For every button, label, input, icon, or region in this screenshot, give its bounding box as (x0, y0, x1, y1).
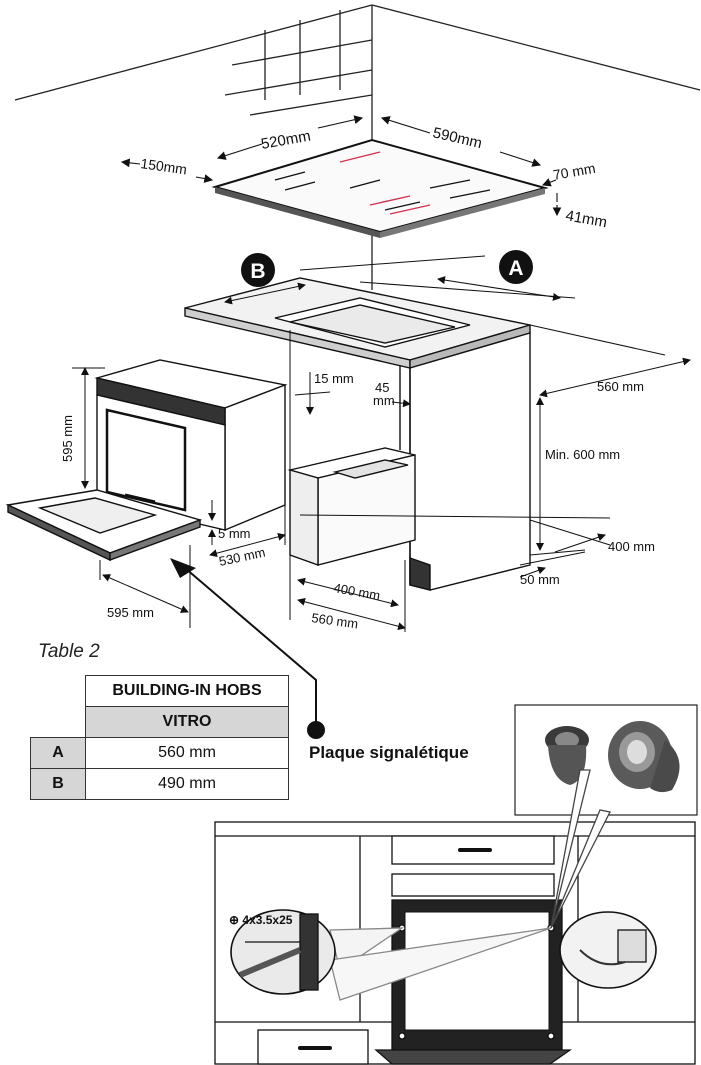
table-row: A 560 mm (30, 737, 289, 769)
plaque-pointer (170, 558, 325, 739)
table-caption: Table 2 (38, 641, 100, 662)
hob-depth-label: 590mm (431, 124, 484, 152)
oven-width-label: 595 mm (107, 605, 154, 620)
row-value-b: 490 mm (85, 768, 289, 800)
plaque-label: Plaque signalétique (309, 743, 469, 762)
table-header: BUILDING-IN HOBS (85, 675, 289, 707)
oven-depth-label: 530 mm (218, 544, 267, 568)
inner-width-label: 400 mm (332, 580, 381, 603)
table-row: B 490 mm (30, 768, 289, 800)
table-subheader: VITRO (85, 706, 289, 738)
min-height-label: Min. 600 mm (545, 447, 620, 462)
row-key-b: B (30, 768, 86, 800)
base-offset-label: 50 mm (520, 572, 560, 587)
cabinet-dimension-lines (224, 255, 691, 632)
row-value-a: 560 mm (85, 737, 289, 769)
marker-a: A (499, 250, 533, 284)
building-in-hobs-table: BUILDING-IN HOBS VITRO A 560 mm B 490 mm (30, 675, 289, 800)
oven-height-label: 595 mm (60, 415, 75, 462)
oven-gap-label: 5 mm (218, 526, 251, 541)
oven (5, 359, 288, 562)
screw-spec-label: ⊕ 4x3.5x25 (229, 913, 293, 927)
svg-text:A: A (508, 257, 523, 280)
base-depth-label: 400 mm (608, 539, 655, 554)
table-corner-2 (31, 707, 86, 738)
hob-dimension-lines (120, 115, 562, 217)
hob-left-clearance-label: 150mm (140, 155, 188, 177)
top-gap-label: 15 mm (314, 371, 354, 386)
hob-thickness-label: 41mm (564, 207, 608, 231)
hob-right-clearance-label: 70 mm (552, 160, 597, 183)
svg-text:B: B (250, 260, 265, 283)
table-corner (31, 676, 86, 707)
outer-width-label: 560 mm (311, 610, 360, 631)
fixing-clips-photo (514, 704, 698, 816)
depth-right-label: 560 mm (597, 379, 644, 394)
gap-45-label: 45 (375, 380, 389, 395)
hob (211, 138, 549, 238)
row-key-a: A (30, 737, 86, 769)
kitchen-installation-scene (214, 769, 696, 1065)
oven-dimension-lines (72, 367, 286, 628)
gap-45-unit-label: mm (373, 393, 395, 408)
hob-width-label: 520mm (260, 128, 312, 153)
marker-b: B (241, 253, 275, 287)
